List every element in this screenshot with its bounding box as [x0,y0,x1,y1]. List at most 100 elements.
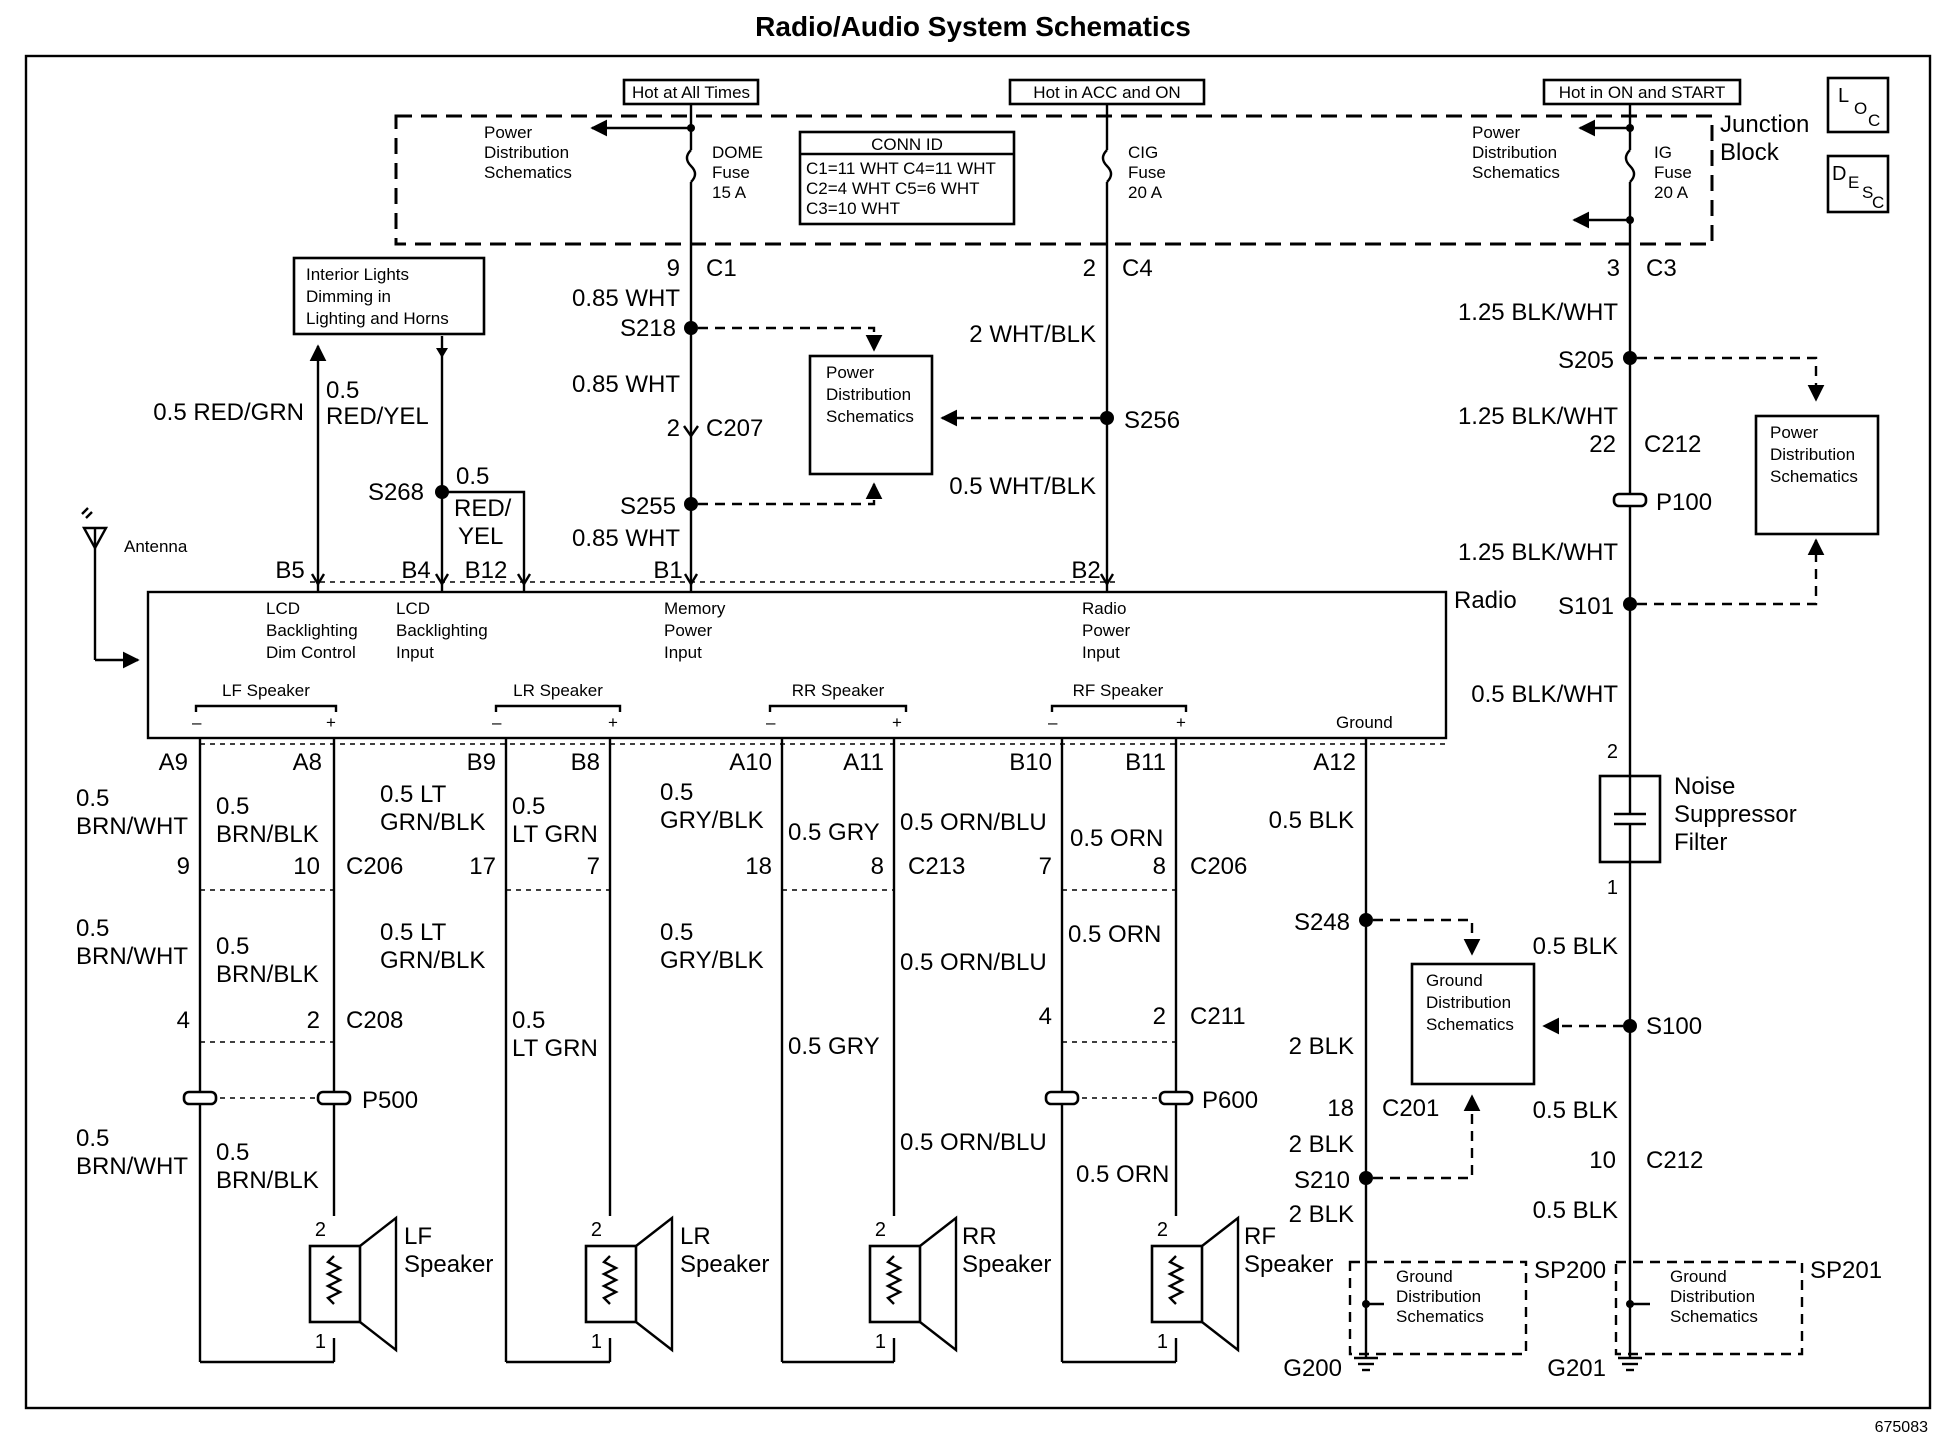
p100-connector-icon [1612,492,1648,508]
pin-number: 8 [1153,853,1166,880]
wire-label: RED/ [454,495,512,522]
diagram-title: Radio/Audio System Schematics [755,11,1191,42]
power-dist-label: Distribution [484,143,569,162]
svg-text:Input: Input [1082,643,1120,662]
svg-text:C: C [1872,193,1884,212]
wire-label: 0.5 BLK [1533,1097,1618,1124]
noise-filter-label: Filter [1674,829,1727,856]
svg-text:O: O [1854,99,1867,118]
radio-power-input-label: Radio Power Input [1082,599,1131,662]
pin-b9: B9 [467,749,496,776]
wire-label: GRY/BLK [660,807,764,834]
splice-label: S101 [1558,593,1614,620]
ground-dist-label: Schematics [1396,1307,1484,1326]
svg-text:–: – [766,713,776,732]
svg-text:Memory: Memory [664,599,726,618]
wire-label: 0.5 [512,1007,545,1034]
pin-number: 2 [1153,1003,1166,1030]
radio-unit[interactable] [146,590,1448,740]
wire-label: RED/YEL [326,403,429,430]
wire-label: LT GRN [512,821,598,848]
splice-s255 [684,497,698,511]
ground-icon [1354,1356,1378,1372]
pin-number: 10 [293,853,320,880]
wire-label: 0.5 [660,779,693,806]
ground-distribution-box[interactable]: Ground Distribution Schematics [1410,962,1536,1086]
svg-text:+: + [892,713,902,732]
pin-b4: B4 [401,557,430,584]
antenna-label: Antenna [124,537,188,556]
wire-label: 0.5 [216,1139,249,1166]
wire-label: 0.5 GRY [788,819,880,846]
junction-block-label: Block [1720,139,1780,166]
svg-text:–: – [192,713,202,732]
dome-fuse-label: 15 A [712,183,747,202]
desc-icon[interactable]: D E S C [1826,154,1890,214]
hot-at-all-times-label: Hot at All Times [622,78,760,106]
lf-speaker-circuit [182,738,352,1364]
cig-fuse-icon [1101,149,1113,183]
ground-g201: G201 [1547,1355,1606,1382]
pin-number: 18 [1327,1095,1354,1122]
lcd-dim-control-label: LCD Backlighting Dim Control [266,599,358,662]
figure-id: 675083 [1875,1419,1928,1436]
splice-s205 [1623,351,1637,365]
pin-b5: B5 [275,557,304,584]
connector-c3: C3 [1646,255,1677,282]
junction-block-label: Junction [1720,111,1809,138]
connector-c213: C213 [908,853,965,880]
connector-c206: C206 [1190,853,1247,880]
wire-label: 0.5 [76,915,109,942]
ig-fuse-label: IG [1654,143,1672,162]
ground-icon [1618,1356,1642,1372]
svg-text:Interior Lights: Interior Lights [306,265,409,284]
radio-ground-label: Ground [1336,713,1393,732]
connector-p600: P600 [1202,1087,1258,1114]
ground-dist-label: Distribution [1396,1287,1481,1306]
diagram-frame [24,54,1932,1410]
wire-label: BRN/BLK [216,1167,319,1194]
power-distribution-box-right[interactable]: Power Distribution Schematics [1754,414,1880,536]
pin-number: 10 [1589,1147,1616,1174]
wire-label: 0.5 BLK/WHT [1471,681,1618,708]
splice-s100 [1623,1019,1637,1033]
pin-number: 2 [315,1219,326,1241]
wire-label: GRY/BLK [660,947,764,974]
cig-fuse-label: CIG [1128,143,1158,162]
power-distribution-box[interactable]: Power Distribution Schematics [808,354,934,476]
interior-lights-box[interactable]: Interior Lights Dimming in Lighting and … [292,256,486,336]
pin-number: 2 [1157,1219,1168,1241]
pin-b10: B10 [1009,749,1052,776]
wire-label: 0.5 LT [380,781,447,808]
rf-speaker-circuit [1044,738,1194,1364]
svg-text:C3=10 WHT: C3=10 WHT [806,199,900,218]
speaker-channel-rr: RR Speaker –+ [766,681,908,732]
pin-number: 1 [875,1331,886,1353]
loc-icon[interactable]: L O C [1826,76,1890,134]
hot-on-start-label: Hot in ON and START [1542,78,1742,106]
wire-label: 2 WHT/BLK [969,321,1096,348]
rr-speaker-circuit [780,738,896,1364]
connector-p100: P100 [1656,489,1712,516]
wire-label: 0.5 BLK [1533,1197,1618,1224]
splice-sp200: SP200 [1534,1257,1606,1284]
svg-text:Schematics: Schematics [1426,1015,1514,1034]
wire-label: 0.5 [660,919,693,946]
pin-b1: B1 [653,557,682,584]
svg-text:RF Speaker: RF Speaker [1073,681,1164,700]
pin-number: 9 [667,255,680,282]
wire-label: GRN/BLK [380,947,485,974]
pin-number: 1 [1607,877,1618,899]
svg-text:L: L [1838,85,1849,107]
wire-label: BRN/WHT [76,1153,188,1180]
pin-number: 4 [1039,1003,1052,1030]
svg-text:E: E [1848,173,1859,192]
wire-label: 0.5 RED/GRN [153,399,304,426]
svg-text:LCD: LCD [266,599,300,618]
splice-label: S210 [1294,1167,1350,1194]
sp201-box [1614,1260,1804,1356]
splice-s256 [1100,411,1114,425]
svg-text:Dim Control: Dim Control [266,643,356,662]
splice-label: S205 [1558,347,1614,374]
